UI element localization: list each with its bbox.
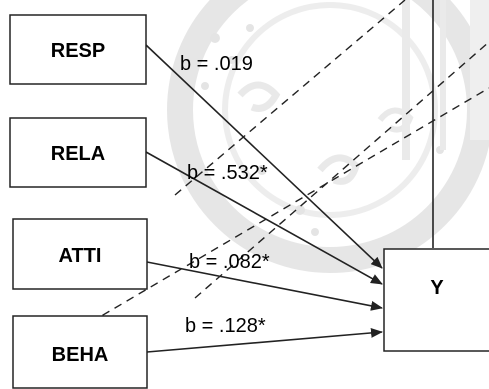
resp-label: RESP [51, 40, 105, 62]
atti-coefficient-label: b = .082* [189, 251, 270, 273]
beha-coefficient-label: b = .128* [185, 315, 266, 337]
rela-box [9, 117, 147, 188]
watermark-dot [246, 24, 254, 32]
watermark-dot [228, 56, 236, 64]
resp-coefficient-label: b = .019 [180, 53, 253, 75]
watermark-dot [311, 228, 319, 236]
watermark-pillar [440, 0, 446, 150]
watermark-seal-inner-ring [222, 2, 438, 218]
watermark-dot [257, 165, 267, 175]
watermark-dot [210, 33, 220, 43]
beha-box [12, 315, 148, 389]
rela-coefficient-label: b = .532* [187, 162, 268, 184]
watermark-seal [167, 0, 489, 273]
watermark-pillar [470, 0, 489, 140]
beha-to-y-arrow [146, 327, 383, 353]
y-label: Y [430, 277, 444, 299]
watermark-dot [201, 82, 209, 90]
rela-label: RELA [51, 143, 105, 165]
y-box [383, 248, 489, 352]
atti-box [12, 218, 148, 290]
dashed-line [194, 41, 489, 299]
resp-box [9, 14, 147, 85]
watermark-dot [295, 205, 305, 215]
watermark-pillar [402, 0, 410, 160]
rela-to-y-arrow [145, 151, 383, 285]
atti-label: ATTI [59, 245, 102, 267]
beha-label: BEHA [52, 344, 109, 366]
resp-to-y-arrow [145, 44, 383, 269]
watermark-glyph [237, 81, 281, 112]
atti-to-y-arrow [146, 261, 383, 311]
predictor-boxes [9, 14, 148, 389]
path-arrows [145, 44, 383, 353]
